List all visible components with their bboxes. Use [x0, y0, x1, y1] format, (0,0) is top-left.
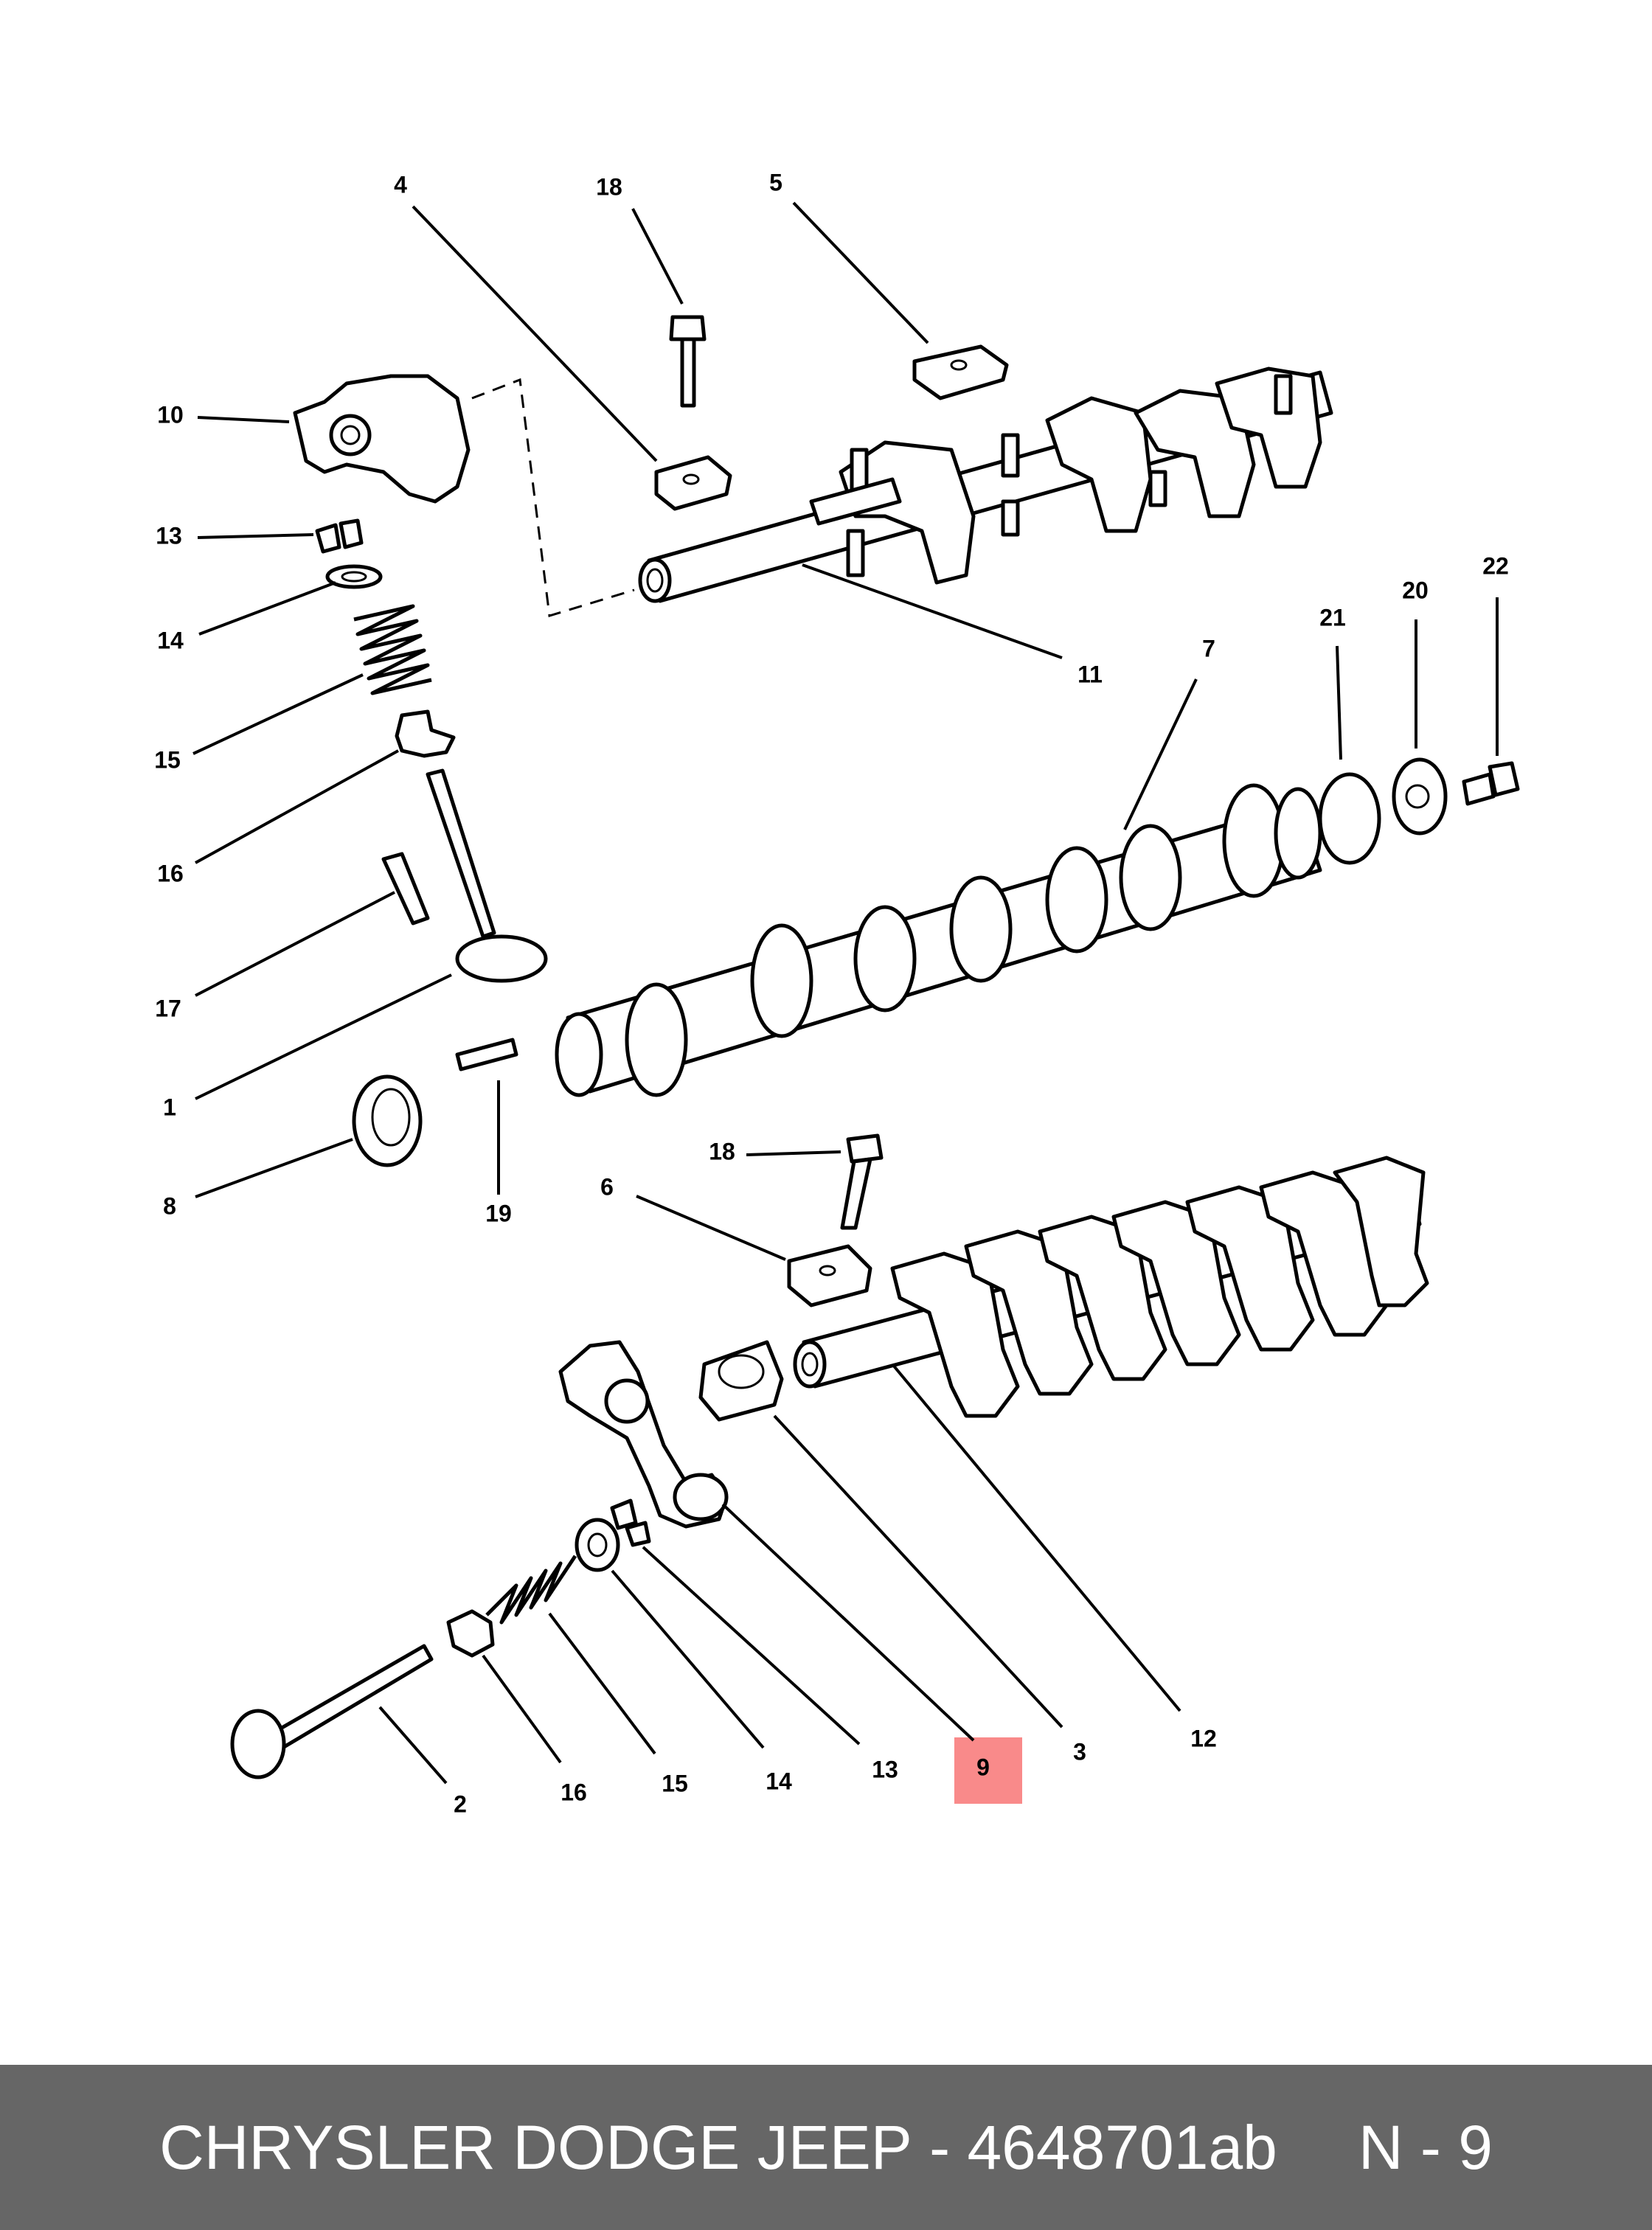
- callout-11: 11: [1077, 661, 1103, 687]
- callout-15-lower: 15: [662, 1770, 688, 1796]
- exploded-parts-diagram: 4 18 5 10 13 14 15 16 17 1 8 19 11 7 21 …: [154, 169, 1520, 1817]
- callout-14-lower: 14: [766, 1768, 792, 1794]
- exhaust-valve-part-2: [230, 1644, 434, 1779]
- callout-labels: 4 18 5 10 13 14 15 16 17 1 8 19 11 7 21 …: [154, 169, 1509, 1817]
- callout-21: 21: [1319, 604, 1346, 631]
- diagram-position: N - 9: [1358, 2112, 1493, 2182]
- rocker-arm-part-9: [558, 1340, 729, 1529]
- camshaft-oil-seal-part-8: [352, 1074, 423, 1167]
- valve-spring-part-15-lower: [485, 1555, 577, 1625]
- callout-8: 8: [163, 1192, 176, 1219]
- camshaft-sprocket-part-20: [1392, 757, 1448, 836]
- dowel-pin-part-19: [455, 1038, 518, 1071]
- spring-retainer-part-14-lower: [575, 1518, 620, 1572]
- callout-12: 12: [1190, 1725, 1217, 1751]
- callout-16-upper: 16: [157, 860, 184, 886]
- rocker-arm-part-10: [293, 374, 471, 504]
- intake-valve-part-1: [426, 768, 548, 983]
- callout-10: 10: [157, 401, 184, 428]
- callout-9: 9: [976, 1754, 990, 1780]
- highlight-box-part-9: [954, 1737, 1022, 1804]
- leader-lines: [192, 201, 1499, 1785]
- callout-1: 1: [163, 1094, 176, 1120]
- bracket-part-6: [787, 1244, 872, 1307]
- callout-13-upper: 13: [156, 522, 182, 549]
- bracket-part-5: [912, 344, 1009, 400]
- bolt-part-22: [1462, 761, 1520, 806]
- valve-keepers-part-13-upper: [315, 518, 364, 554]
- bolt-part-18-lower: [840, 1133, 884, 1230]
- spacer-part-3: [698, 1340, 784, 1422]
- part-info-footer: CHRYSLER DODGE JEEP - 4648701ab N - 9: [0, 2065, 1652, 2230]
- callout-18-lower: 18: [709, 1138, 735, 1164]
- callout-7: 7: [1202, 635, 1215, 661]
- bolt-part-18-upper: [669, 315, 707, 408]
- callout-19: 19: [485, 1200, 512, 1226]
- pin-part-17: [381, 852, 430, 925]
- callout-13-lower: 13: [872, 1756, 898, 1782]
- callout-18-upper: 18: [596, 173, 622, 200]
- callout-3: 3: [1073, 1738, 1086, 1765]
- valve-stem-seal-part-16-lower: [446, 1609, 495, 1658]
- rocker-shaft-assembly-lower: [793, 1156, 1429, 1418]
- separator: -: [912, 2112, 968, 2182]
- valve-keepers-part-13-lower: [610, 1498, 651, 1547]
- brand-name: CHRYSLER DODGE JEEP: [159, 2112, 912, 2182]
- callout-16-lower: 16: [560, 1779, 587, 1805]
- camshaft-part-7: [555, 783, 1322, 1097]
- callout-2: 2: [454, 1790, 467, 1817]
- part-number: 4648701ab: [967, 2112, 1277, 2182]
- o-ring-part-21: [1318, 772, 1381, 865]
- callout-5: 5: [769, 169, 782, 195]
- callout-14-upper: 14: [157, 627, 184, 653]
- callout-20: 20: [1402, 577, 1429, 603]
- callout-15-upper: 15: [154, 746, 181, 773]
- rocker-shaft-assembly-upper: [638, 367, 1333, 603]
- callout-6: 6: [600, 1173, 614, 1200]
- callout-17: 17: [155, 995, 181, 1021]
- valve-stem-seal-part-16-upper: [395, 709, 456, 758]
- callout-4: 4: [394, 171, 407, 198]
- callout-22: 22: [1482, 552, 1509, 579]
- spring-retainer-part-14-upper: [325, 564, 383, 589]
- bracket-part-4: [654, 455, 732, 511]
- valve-spring-part-15-upper: [353, 604, 432, 695]
